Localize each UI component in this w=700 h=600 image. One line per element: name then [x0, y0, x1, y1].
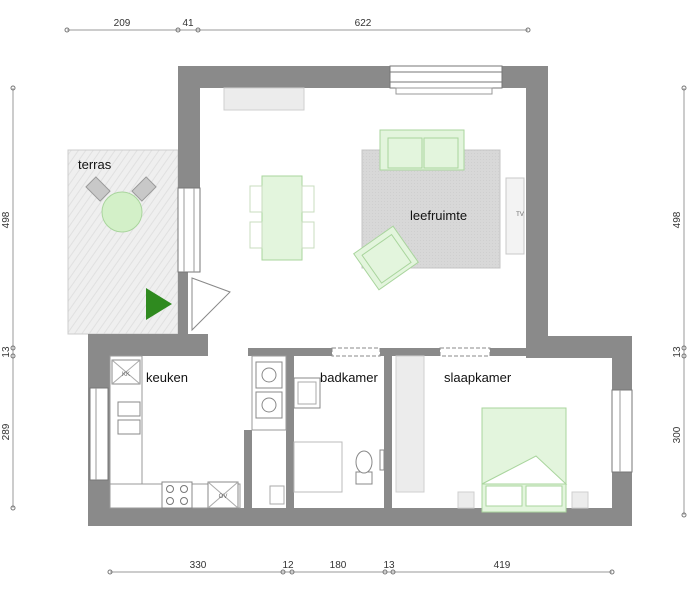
utility-area	[251, 355, 287, 505]
fridge-label: KK	[122, 372, 130, 378]
terrace	[67, 149, 179, 335]
nightstand-right	[571, 491, 589, 509]
bathroom	[293, 377, 385, 493]
sofa	[379, 129, 465, 171]
wardrobe	[395, 355, 425, 493]
dimension-top: 209 41 622	[64, 18, 531, 33]
kitchen-sink	[117, 401, 141, 435]
terrace-chair-right	[131, 176, 157, 202]
cooktop	[161, 481, 193, 509]
room-label-keuken: keuken	[146, 370, 188, 385]
kitchen-window	[89, 387, 109, 481]
dim-top-2: 41	[182, 18, 194, 29]
dimension-right: 498 13 300	[672, 85, 687, 518]
oven: OV	[207, 481, 239, 509]
room-label-terras: terras	[78, 157, 112, 172]
boiler	[269, 485, 285, 505]
terrace-table	[101, 191, 143, 233]
dim-left-2: 13	[1, 346, 12, 358]
entrance-arrow-icon	[146, 288, 172, 320]
bedroom	[395, 355, 589, 513]
sideboard	[223, 87, 305, 111]
tv-label: TV	[516, 212, 524, 218]
room-label-slaapkamer: slaapkamer	[444, 370, 512, 385]
dim-top-1: 209	[114, 18, 131, 29]
terrace-door	[177, 187, 231, 332]
kitchen: KK OV	[109, 355, 241, 509]
oven-label: OV	[219, 494, 228, 500]
washing-machine	[255, 361, 283, 389]
dim-left-3: 289	[1, 423, 12, 440]
bedroom-window	[611, 389, 633, 473]
dim-bottom-3: 180	[330, 560, 347, 571]
top-window	[389, 65, 503, 95]
dim-right-3: 300	[672, 426, 683, 443]
dryer	[255, 391, 283, 419]
armchair	[353, 225, 419, 291]
dim-bottom-5: 419	[494, 560, 511, 571]
room-label-leefruimte: leefruimte	[410, 208, 467, 223]
living-room: TV	[223, 87, 525, 291]
dimension-bottom: 330 12 180 13 419	[107, 560, 615, 575]
dimension-left: 498 13 289	[1, 85, 16, 511]
room-label-badkamer: badkamer	[320, 370, 378, 385]
dining-table	[249, 175, 315, 261]
interior-doors	[331, 347, 491, 357]
bed	[481, 407, 568, 513]
dim-bottom-1: 330	[190, 560, 207, 571]
dim-right-2: 13	[672, 346, 683, 358]
dim-top-3: 622	[355, 18, 372, 29]
nightstand-left	[457, 491, 475, 509]
dim-bottom-2: 12	[282, 560, 294, 571]
dim-bottom-4: 13	[383, 560, 395, 571]
tv-stand	[505, 177, 525, 255]
terrace-chair-left	[85, 176, 111, 202]
toilet	[355, 450, 373, 485]
dim-right-1: 498	[672, 211, 683, 228]
dim-left-1: 498	[1, 211, 12, 228]
shower	[293, 441, 343, 493]
